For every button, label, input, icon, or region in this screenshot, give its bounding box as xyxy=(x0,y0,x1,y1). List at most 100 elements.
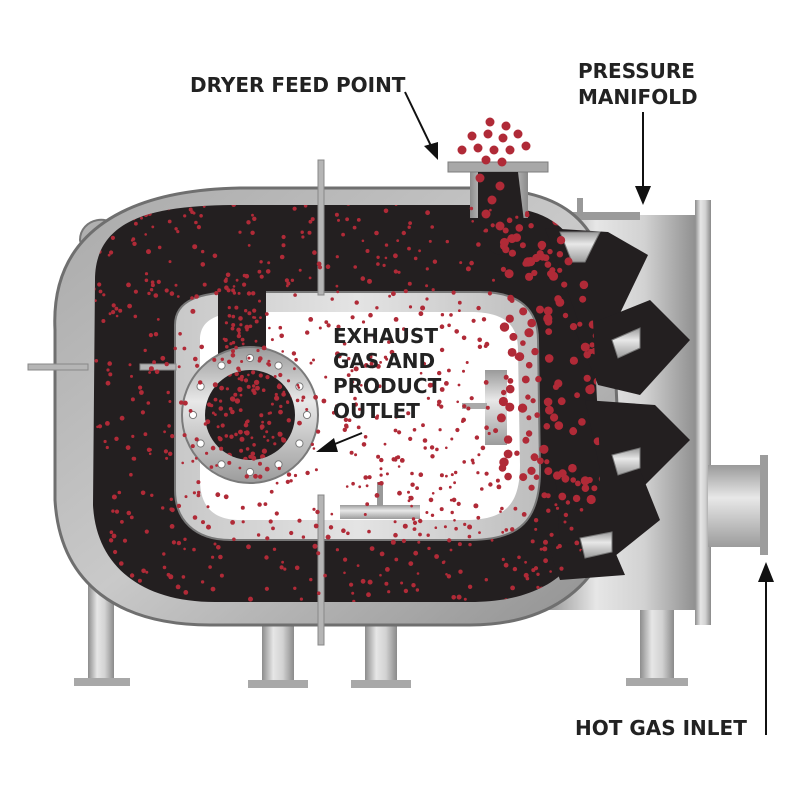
product-particle xyxy=(574,540,580,546)
product-particle xyxy=(182,346,187,351)
product-particle xyxy=(274,392,278,397)
product-particle xyxy=(236,366,241,371)
feed-particle xyxy=(495,221,505,231)
product-particle xyxy=(312,507,316,511)
product-particle xyxy=(240,337,245,342)
product-particle xyxy=(281,350,285,353)
product-particle xyxy=(225,272,231,278)
product-particle xyxy=(543,313,553,324)
product-particle xyxy=(261,388,266,393)
product-particle xyxy=(240,505,245,510)
product-particle xyxy=(258,299,261,303)
product-particle xyxy=(188,409,193,413)
product-particle xyxy=(534,527,538,531)
product-particle xyxy=(239,323,243,327)
product-particle xyxy=(257,269,262,274)
product-particle xyxy=(224,434,229,438)
product-particle xyxy=(487,431,491,436)
product-particle xyxy=(572,494,581,503)
label-hot-gas-inlet: HOT GAS INLET xyxy=(575,716,747,740)
product-particle xyxy=(309,361,313,365)
product-particle xyxy=(145,570,149,574)
product-particle xyxy=(106,368,110,372)
product-particle xyxy=(120,520,124,524)
product-particle xyxy=(423,446,427,450)
product-particle xyxy=(581,484,590,493)
product-particle xyxy=(407,281,412,286)
product-particle xyxy=(408,305,413,309)
product-particle xyxy=(349,450,354,455)
product-particle xyxy=(297,420,302,426)
product-particle xyxy=(210,586,216,592)
product-particle xyxy=(501,389,507,396)
product-particle xyxy=(114,436,119,441)
product-particle xyxy=(335,255,339,259)
product-particle xyxy=(427,546,431,551)
product-particle xyxy=(480,487,484,491)
product-particle xyxy=(514,354,521,360)
product-particle xyxy=(197,490,201,495)
product-particle xyxy=(213,542,217,546)
product-particle xyxy=(454,526,458,531)
product-particle xyxy=(476,305,481,311)
product-particle xyxy=(513,506,518,511)
product-particle xyxy=(259,424,265,430)
product-particle xyxy=(436,403,441,407)
product-particle xyxy=(538,243,546,251)
product-particle xyxy=(366,592,371,598)
product-particle xyxy=(253,473,258,479)
product-particle xyxy=(251,455,257,461)
product-particle xyxy=(130,397,135,402)
product-particle xyxy=(313,523,319,529)
product-particle xyxy=(575,480,581,487)
product-particle xyxy=(440,313,445,317)
product-particle xyxy=(502,227,509,234)
product-particle xyxy=(363,475,369,480)
product-particle xyxy=(209,403,214,408)
product-particle xyxy=(218,436,223,442)
product-particle xyxy=(168,451,173,456)
product-particle xyxy=(499,322,510,332)
product-particle xyxy=(390,539,396,545)
product-particle xyxy=(420,305,426,311)
product-particle xyxy=(579,295,587,303)
product-particle xyxy=(118,308,123,313)
product-particle xyxy=(536,572,540,576)
product-particle xyxy=(153,293,159,298)
product-particle xyxy=(569,526,574,531)
product-particle xyxy=(391,457,396,462)
label-pressure-manifold-line1: PRESSURE xyxy=(578,59,695,83)
product-particle xyxy=(161,506,165,510)
product-particle xyxy=(487,291,492,296)
product-particle xyxy=(369,361,374,366)
product-particle xyxy=(97,424,103,429)
product-particle xyxy=(261,448,267,454)
product-particle xyxy=(235,278,239,282)
product-particle xyxy=(222,337,226,341)
product-particle xyxy=(361,239,365,243)
product-particle xyxy=(448,485,452,489)
product-particle xyxy=(377,482,381,485)
product-particle xyxy=(412,520,418,526)
product-particle xyxy=(217,288,222,293)
product-particle xyxy=(324,320,329,324)
product-particle xyxy=(372,335,377,339)
product-particle xyxy=(267,420,272,425)
product-particle xyxy=(137,578,142,583)
product-particle xyxy=(294,357,298,362)
product-particle xyxy=(425,511,429,514)
product-particle xyxy=(356,218,361,222)
product-particle xyxy=(456,400,460,404)
product-particle xyxy=(281,392,286,397)
product-particle xyxy=(461,417,467,423)
product-particle xyxy=(429,445,435,450)
product-particle xyxy=(470,458,475,463)
product-particle xyxy=(418,532,422,537)
product-particle xyxy=(512,233,521,242)
product-particle xyxy=(346,373,351,377)
product-particle xyxy=(367,475,372,480)
product-particle xyxy=(426,396,430,400)
product-particle xyxy=(114,509,120,514)
product-particle xyxy=(190,444,195,449)
product-particle xyxy=(562,312,569,319)
